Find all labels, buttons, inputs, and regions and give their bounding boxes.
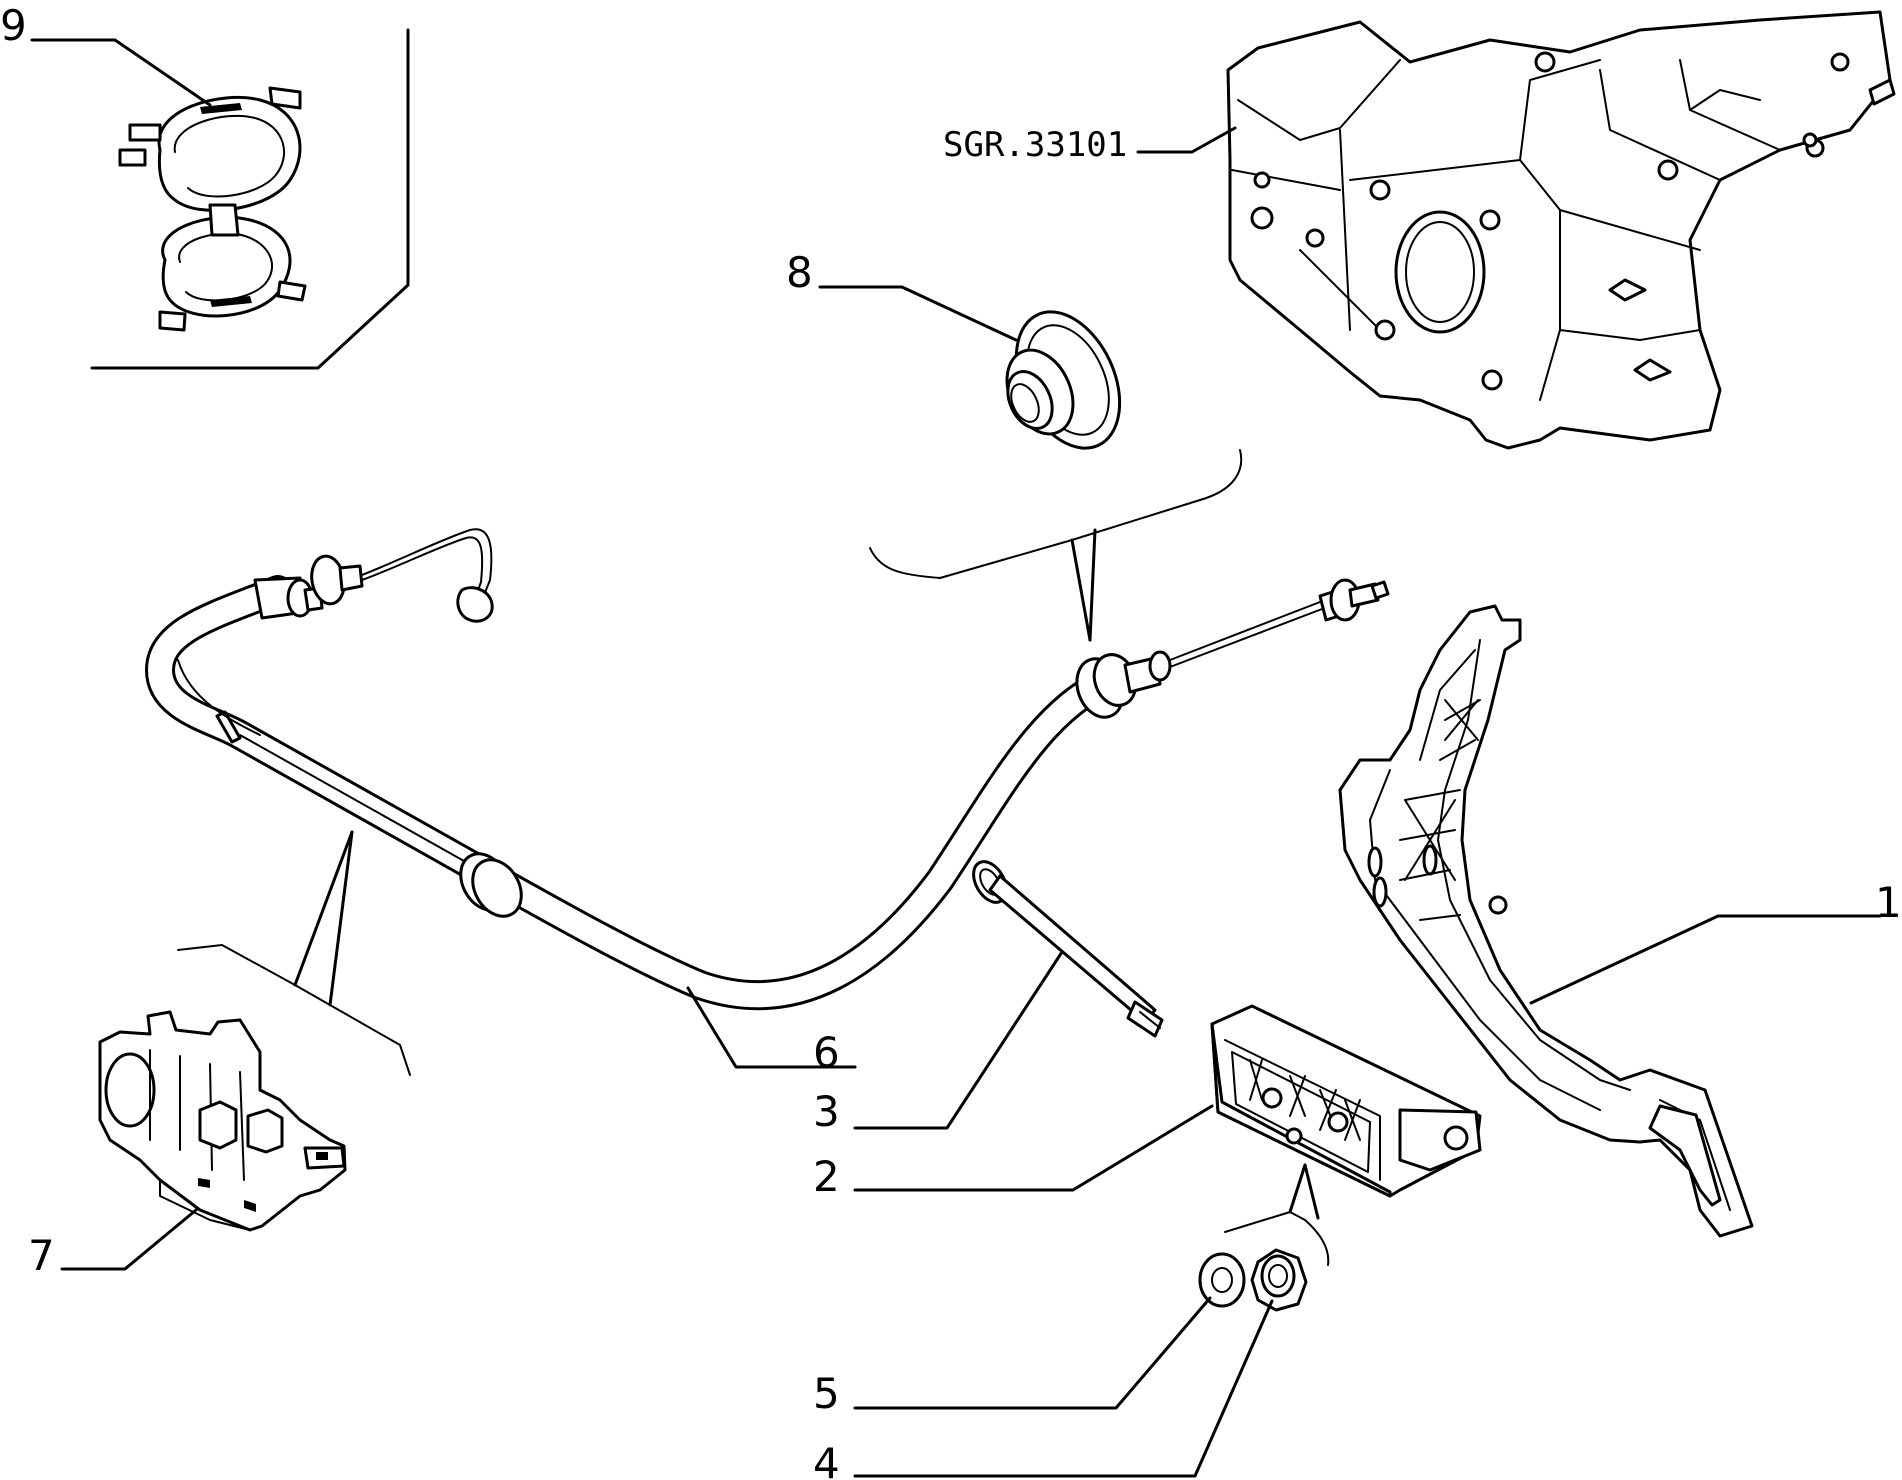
reference-code: SGR.33101 bbox=[943, 125, 1127, 165]
leader-line-8 bbox=[818, 285, 1018, 342]
leader-line-6 bbox=[686, 986, 857, 1069]
pivot-pin bbox=[972, 860, 1164, 1038]
leader-line-1 bbox=[1529, 914, 1882, 1005]
fastener-leader-a bbox=[1288, 1163, 1307, 1214]
fastener-leader-b bbox=[1303, 1163, 1320, 1220]
callout-5: 5 bbox=[813, 1369, 840, 1418]
callout-9: 9 bbox=[0, 1, 27, 50]
support-leader-b bbox=[328, 830, 354, 1007]
cable-grommet-leader-a bbox=[1070, 538, 1092, 642]
reference-leader-line bbox=[1136, 126, 1237, 154]
hex-nut bbox=[1250, 1248, 1308, 1312]
grommet bbox=[1005, 310, 1122, 450]
leader-line-3 bbox=[853, 950, 1064, 1130]
support-leader-a bbox=[293, 830, 354, 987]
leader-line-7 bbox=[60, 1208, 198, 1271]
callout-6: 6 bbox=[813, 1028, 840, 1077]
double-cable-clip bbox=[118, 86, 307, 332]
fastener-bracket-line bbox=[1224, 1211, 1330, 1266]
cable-grommet-leader-b bbox=[1088, 528, 1097, 642]
cable-grommet-bracket-line bbox=[869, 449, 1243, 579]
leader-line-2 bbox=[853, 1104, 1214, 1192]
accelerator-pedal-arm bbox=[1338, 604, 1754, 1238]
callout-8: 8 bbox=[786, 248, 813, 297]
callout-1: 1 bbox=[1875, 878, 1902, 927]
callout-4: 4 bbox=[813, 1439, 840, 1480]
leader-line-5 bbox=[853, 1296, 1212, 1410]
cable-support-bracket bbox=[98, 1010, 347, 1232]
pedal-pad-bracket bbox=[1210, 1004, 1482, 1198]
callout-2: 2 bbox=[813, 1152, 840, 1201]
accelerator-cable bbox=[144, 528, 1390, 1011]
callout-3: 3 bbox=[813, 1087, 840, 1136]
callout-7: 7 bbox=[28, 1231, 55, 1280]
leader-line-9 bbox=[30, 38, 212, 107]
leader-line-4 bbox=[853, 1299, 1274, 1478]
pedal-bracket-assembly bbox=[1226, 10, 1896, 450]
flat-washer bbox=[1198, 1252, 1246, 1308]
item9-frame-line bbox=[90, 28, 410, 370]
support-bracket-line bbox=[177, 944, 411, 1076]
